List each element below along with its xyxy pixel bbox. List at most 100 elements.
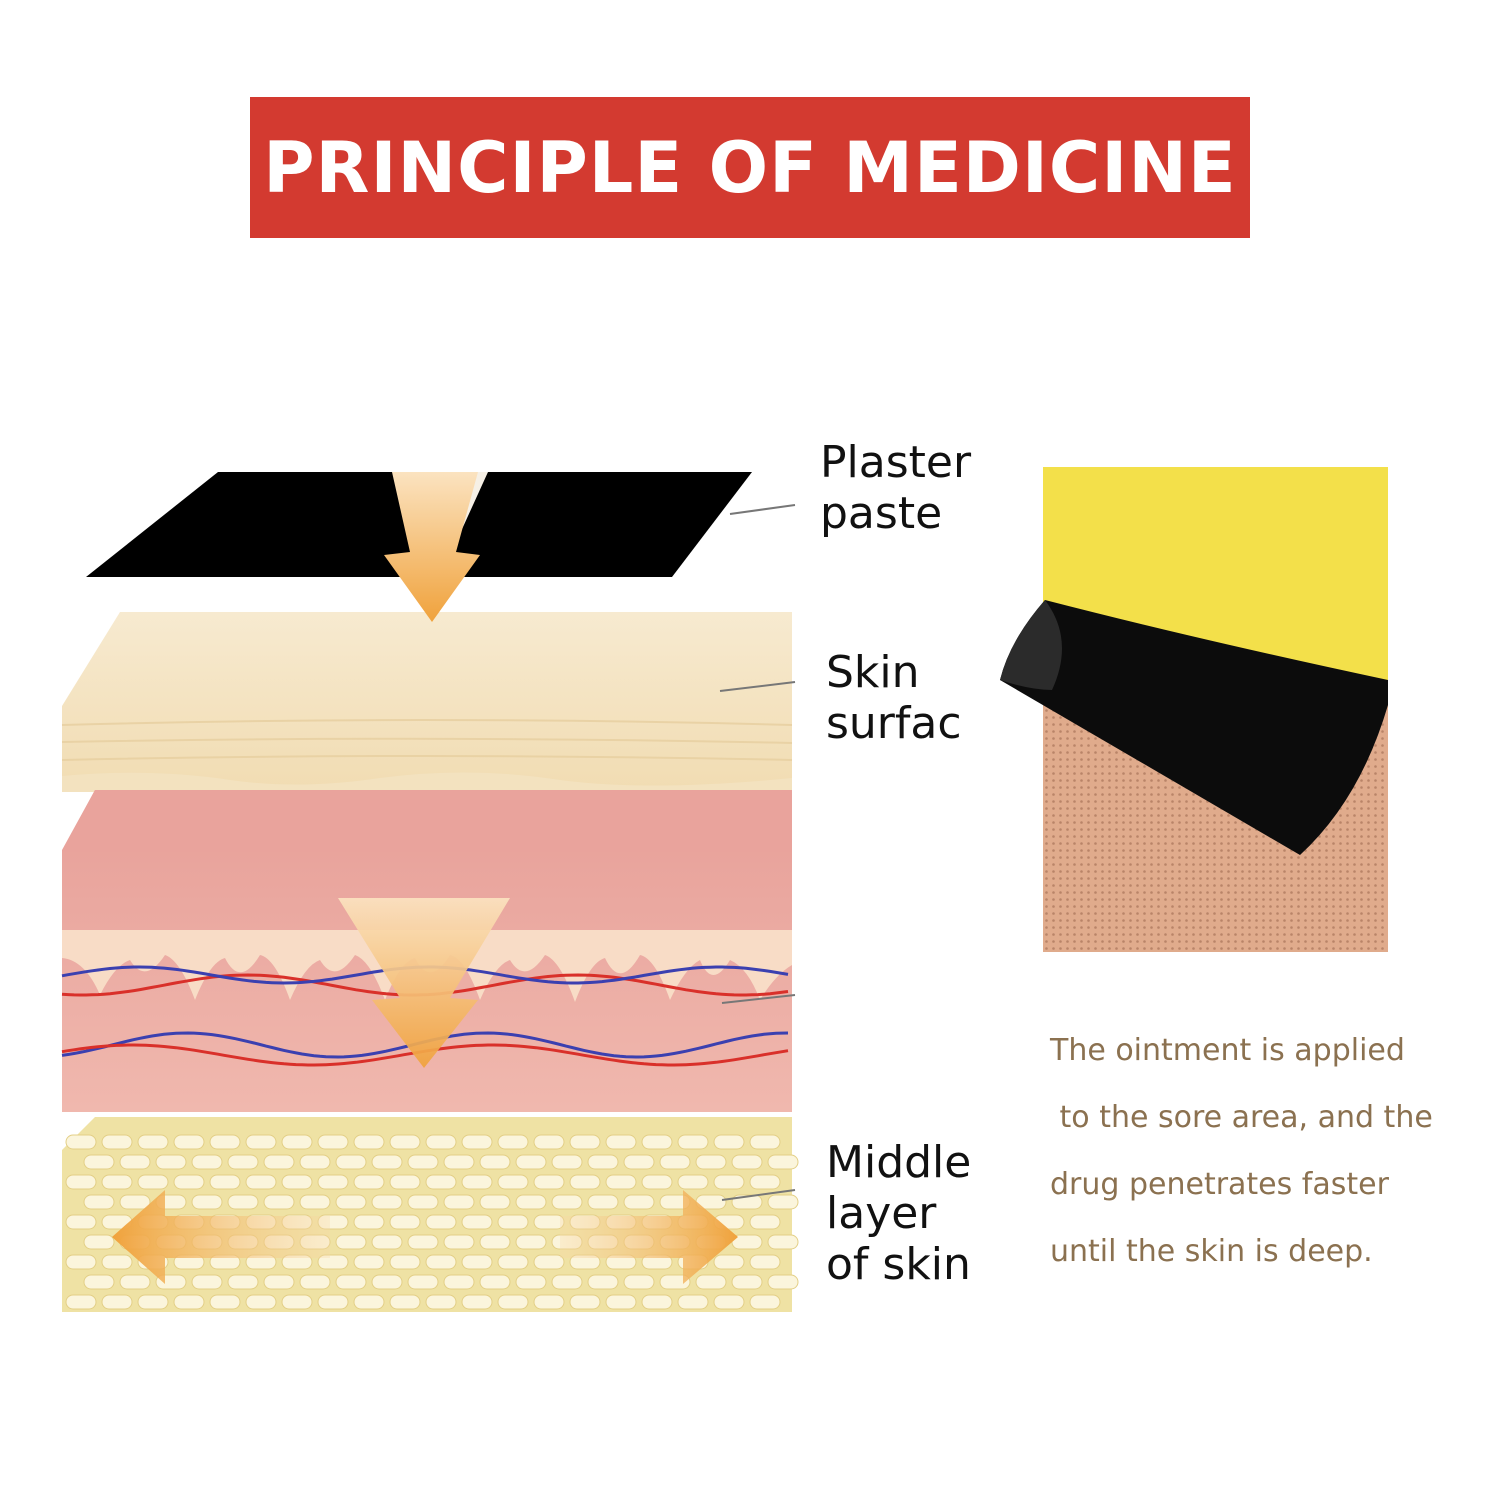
fat-cell	[101, 1294, 133, 1310]
fat-cell	[263, 1274, 295, 1290]
fat-cell	[641, 1134, 673, 1150]
fat-cell	[317, 1294, 349, 1310]
plaster-curl	[1000, 600, 1062, 690]
fat-cell	[695, 1154, 727, 1170]
fat-cell	[65, 1214, 97, 1230]
fat-cell	[515, 1234, 547, 1250]
description-line: until the skin is deep.	[1050, 1234, 1373, 1269]
fat-cell	[605, 1294, 637, 1310]
page-title: PRINCIPLE OF MEDICINE	[263, 126, 1237, 209]
fat-cell	[245, 1134, 277, 1150]
fat-cell	[371, 1194, 403, 1210]
label-middle-layer: Middle layer of skin	[826, 1137, 972, 1290]
fat-cell	[371, 1274, 403, 1290]
fat-cell	[623, 1274, 655, 1290]
fat-cell	[119, 1194, 151, 1210]
fat-cell	[317, 1254, 349, 1270]
fat-cell	[767, 1234, 799, 1250]
fat-cell	[425, 1174, 457, 1190]
fat-cell	[281, 1174, 313, 1190]
leader-skin	[719, 681, 796, 692]
fat-cell	[623, 1154, 655, 1170]
description-text: The ointment is applied to the sore area…	[1050, 1030, 1490, 1298]
fat-cell	[497, 1294, 529, 1310]
fat-cell	[623, 1194, 655, 1210]
fat-cell	[353, 1254, 385, 1270]
fat-cell	[695, 1274, 727, 1290]
fat-cell	[173, 1174, 205, 1190]
fat-cell	[83, 1194, 115, 1210]
fat-cell	[443, 1194, 475, 1210]
fat-cell	[407, 1274, 439, 1290]
fat-cell	[425, 1214, 457, 1230]
fat-cell	[101, 1254, 133, 1270]
label-plaster-paste: Plaster paste	[820, 437, 972, 539]
fat-cell	[479, 1154, 511, 1170]
fat-cell	[227, 1194, 259, 1210]
fat-cell	[353, 1294, 385, 1310]
fat-cell	[749, 1134, 781, 1150]
fat-cell	[65, 1174, 97, 1190]
fat-cell	[353, 1174, 385, 1190]
fat-cell	[461, 1134, 493, 1150]
fat-cell	[191, 1274, 223, 1290]
arrow-down-middle	[338, 898, 510, 1068]
fat-cell	[587, 1154, 619, 1170]
fat-cell	[155, 1154, 187, 1170]
fat-cell	[641, 1174, 673, 1190]
fat-cell	[497, 1174, 529, 1190]
fat-cell	[65, 1134, 97, 1150]
fat-cell	[479, 1194, 511, 1210]
leader-plaster	[729, 504, 796, 515]
fat-cell	[515, 1194, 547, 1210]
fat-cell	[173, 1294, 205, 1310]
fat-cell	[533, 1214, 565, 1230]
fat-cell	[281, 1134, 313, 1150]
fat-cell	[389, 1254, 421, 1270]
fat-cell	[227, 1274, 259, 1290]
fat-cell	[299, 1194, 331, 1210]
fat-cell	[677, 1174, 709, 1190]
fat-cell	[101, 1174, 133, 1190]
fat-cell	[407, 1194, 439, 1210]
fat-cell	[209, 1174, 241, 1190]
fat-cell	[245, 1294, 277, 1310]
fat-cell	[749, 1214, 781, 1230]
fat-cell	[515, 1154, 547, 1170]
leader-middle	[721, 1189, 796, 1201]
arrow-down-top	[384, 472, 480, 622]
fat-cell	[569, 1174, 601, 1190]
fat-cell	[425, 1134, 457, 1150]
fat-cell	[677, 1294, 709, 1310]
fat-cell	[119, 1274, 151, 1290]
fat-cell	[137, 1294, 169, 1310]
fat-cell	[497, 1134, 529, 1150]
fat-cell	[479, 1234, 511, 1250]
fat-cell	[551, 1154, 583, 1170]
fat-cell	[263, 1194, 295, 1210]
fat-cell	[119, 1154, 151, 1170]
fat-cell	[299, 1154, 331, 1170]
fat-cell	[353, 1134, 385, 1150]
fat-cell	[605, 1174, 637, 1190]
fat-cell	[731, 1274, 763, 1290]
leader-dermis	[721, 994, 796, 1004]
fat-cell	[335, 1274, 367, 1290]
fat-cell	[371, 1154, 403, 1170]
fat-cell	[605, 1134, 637, 1150]
fat-cell	[767, 1274, 799, 1290]
fat-cell	[425, 1294, 457, 1310]
arrow-left	[112, 1190, 330, 1284]
fat-cell	[749, 1174, 781, 1190]
fat-cell	[731, 1154, 763, 1170]
fat-cell	[551, 1274, 583, 1290]
fat-cell	[191, 1194, 223, 1210]
fat-cell	[443, 1274, 475, 1290]
fat-cell	[749, 1254, 781, 1270]
description-line: The ointment is applied	[1050, 1033, 1405, 1068]
fat-cell	[335, 1194, 367, 1210]
fat-cell	[443, 1154, 475, 1170]
fat-cell	[551, 1194, 583, 1210]
fat-cell	[137, 1134, 169, 1150]
